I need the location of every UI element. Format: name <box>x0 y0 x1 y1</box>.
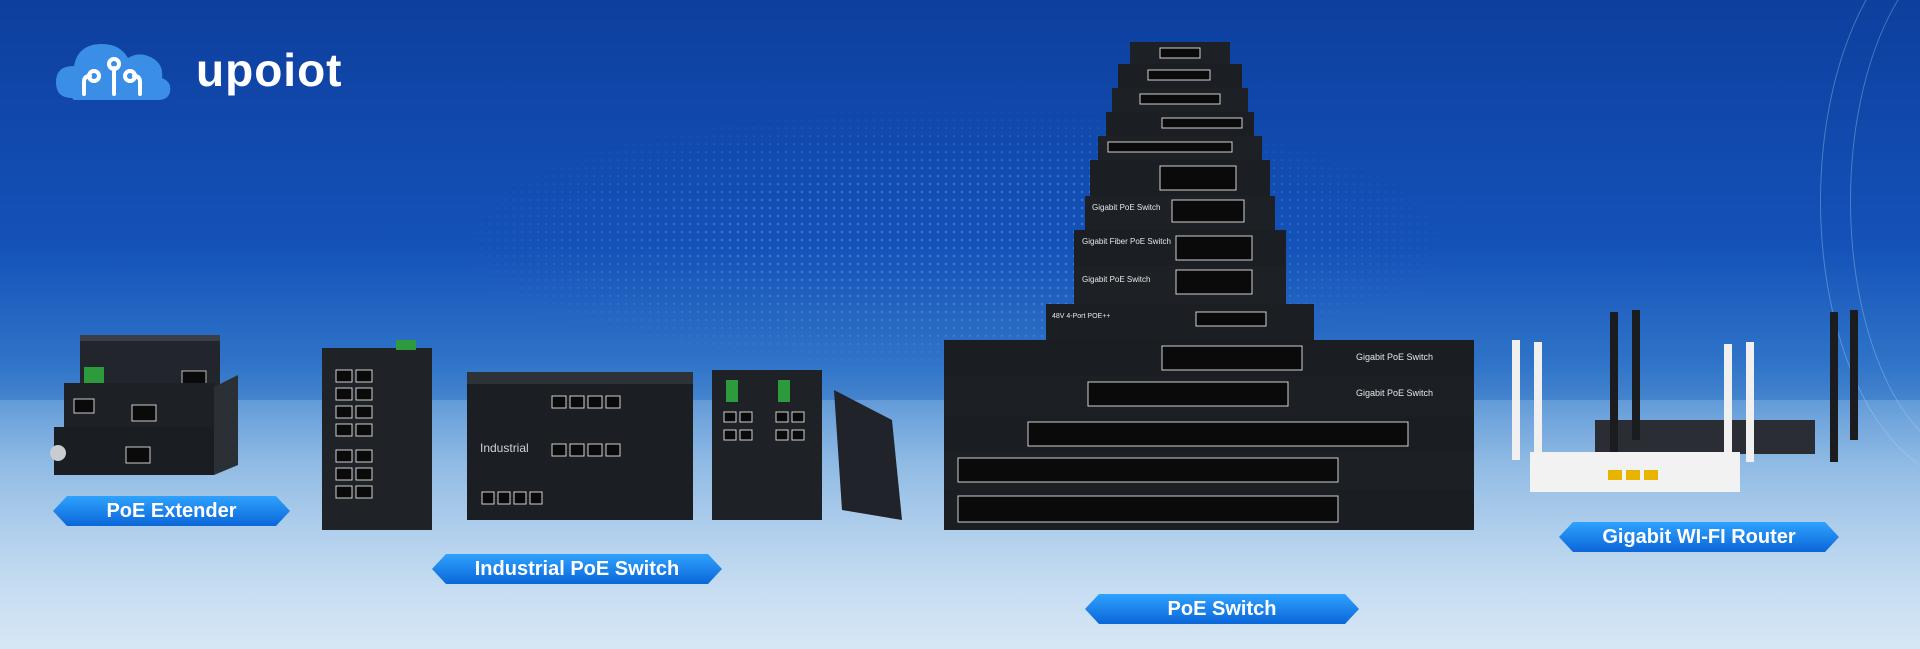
brand-logo[interactable]: upoiot <box>54 38 343 102</box>
industrial-poe-switch-devices: Industrial <box>322 340 902 530</box>
poe-extender-devices <box>50 335 238 475</box>
industrial-poe-switch-label[interactable]: Industrial PoE Switch <box>432 554 722 584</box>
cloud-network-icon <box>56 44 171 100</box>
switch-label-s9: Gigabit PoE Switch <box>1082 275 1150 284</box>
switch-label-b1: Gigabit PoE Switch <box>1356 352 1433 362</box>
switch-label-s8: Gigabit Fiber PoE Switch <box>1082 237 1171 246</box>
poe-switch-label[interactable]: PoE Switch <box>1085 594 1359 624</box>
switch-label-s10: 48V 4-Port POE++ <box>1052 313 1110 320</box>
wifi-router-devices <box>1512 310 1858 492</box>
industrial-chassis-label: Industrial <box>480 441 529 455</box>
poe-switch-stack: Gigabit PoE Switch Gigabit Fiber PoE Swi… <box>944 42 1474 530</box>
gigabit-wifi-router-label[interactable]: Gigabit WI-FI Router <box>1559 522 1839 552</box>
switch-label-b2: Gigabit PoE Switch <box>1356 388 1433 398</box>
switch-label-s7: Gigabit PoE Switch <box>1092 203 1160 212</box>
poe-extender-label[interactable]: PoE Extender <box>53 496 290 526</box>
brand-name: upoiot <box>196 44 343 96</box>
